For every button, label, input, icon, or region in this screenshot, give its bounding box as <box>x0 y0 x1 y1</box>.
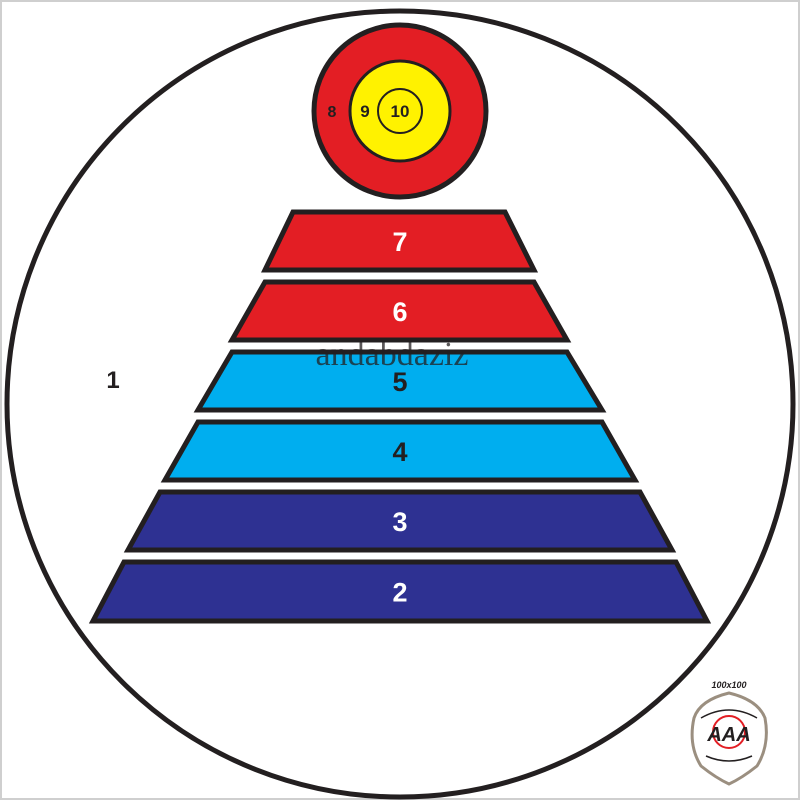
ring-9-label: 9 <box>360 102 369 121</box>
band-2-label: 2 <box>392 578 407 608</box>
ring-10-label: 10 <box>391 102 410 121</box>
band-6-label: 6 <box>392 297 407 327</box>
band-7 <box>261 209 539 273</box>
ring-10 <box>377 88 423 134</box>
logo-ring <box>712 715 746 749</box>
band-4-label: 4 <box>392 437 407 467</box>
zone-1-label: 1 <box>106 367 119 394</box>
band-5 <box>193 349 607 413</box>
bullseye: 8 9 10 <box>311 22 489 200</box>
band-2 <box>88 559 712 624</box>
watermark-text: andabdaziz <box>316 336 469 373</box>
band-3 <box>123 489 677 553</box>
logo-shield <box>690 691 768 786</box>
logo: 100x100 AAA <box>690 680 768 786</box>
logo-size-text: 100x100 <box>711 680 746 690</box>
band-6 <box>227 279 572 343</box>
band-4 <box>160 419 640 483</box>
ring-8-label: 8 <box>328 104 337 121</box>
band-7-label: 7 <box>392 227 407 257</box>
logo-letters: AAA <box>706 724 750 746</box>
band-3-label: 3 <box>392 507 407 537</box>
band-5-label: 5 <box>392 367 407 397</box>
pyramid: 7 6 5 4 3 2 <box>88 209 712 624</box>
